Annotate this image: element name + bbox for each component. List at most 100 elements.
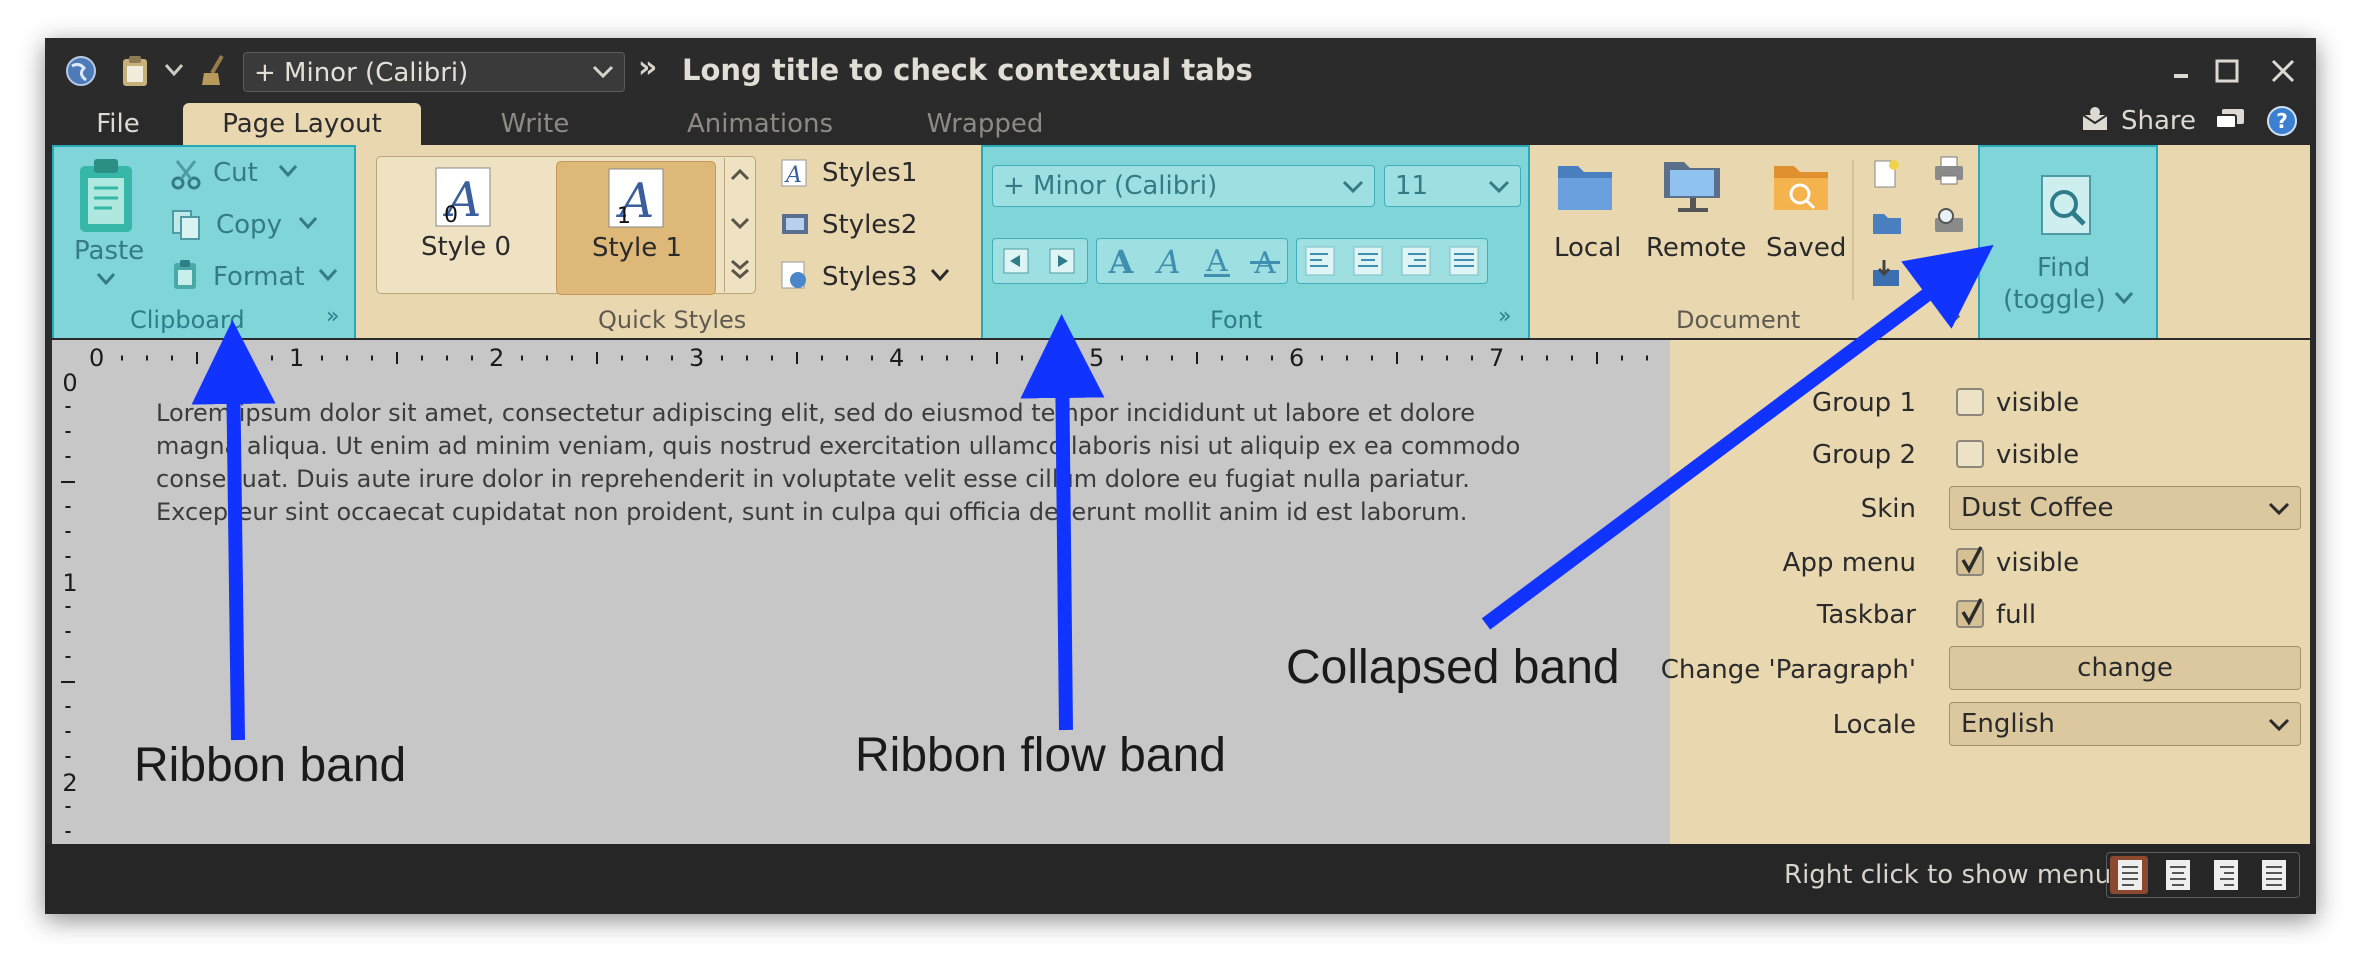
style-1-card[interactable]: A 1 Style 1 [556,161,716,295]
print-preview-icon[interactable] [1932,206,1966,238]
tab-file[interactable]: File [96,109,140,139]
remote-button[interactable]: Remote [1646,233,1747,263]
collapsed-band-annotation: Collapsed band [1286,641,1620,694]
app-globe-icon [66,56,96,86]
format-painter-icon[interactable] [170,258,200,292]
ribbon-band-annotation: Ribbon band [134,739,407,792]
view-draft-icon[interactable] [2258,858,2290,892]
locale-select[interactable]: English [1949,702,2301,746]
skin-select[interactable]: Dust Coffee [1949,486,2301,530]
ribbon-bottom-border [52,338,2310,341]
svg-text:A: A [1154,243,1180,280]
share-label[interactable]: Share [2121,106,2197,136]
clipboard-expand-icon[interactable]: » [326,304,340,329]
group1-checkbox[interactable] [1956,388,1984,416]
document-text[interactable]: Lorem ipsum dolor sit amet, consectetur … [156,397,1596,529]
font-family-combo[interactable]: + Minor (Calibri) [992,165,1375,207]
document-band-title: Document [1676,306,1801,334]
local-button[interactable]: Local [1554,233,1622,263]
find-toggle-label: (toggle) [2003,285,2106,315]
close-icon[interactable] [2270,58,2296,84]
new-document-icon[interactable] [1870,158,1902,190]
group2-checkbox[interactable] [1956,440,1984,468]
tab-write[interactable]: Write [500,109,570,139]
chevron-down-icon[interactable] [298,216,318,230]
view-full-screen-icon[interactable] [2162,858,2194,892]
print-icon[interactable] [1932,154,1966,186]
chevron-up-icon[interactable] [730,168,750,182]
gallery-scroller [724,158,754,292]
ruler-number: 4 [889,344,904,372]
view-print-layout-icon[interactable] [2114,858,2146,892]
scissors-icon[interactable] [170,158,202,190]
strikethrough-icon[interactable]: A [1246,242,1284,280]
save-icon[interactable] [1870,258,1904,290]
broom-icon[interactable] [198,53,230,87]
group2-checkbox-label[interactable]: visible [1996,440,2080,470]
styles2-item[interactable]: Styles2 [822,210,918,240]
taskbar-checkbox[interactable] [1956,598,1984,628]
chevron-down-icon[interactable] [164,62,184,78]
tab-page-layout[interactable]: Page Layout [183,103,421,147]
italic-icon[interactable]: A [1150,242,1188,280]
overflow-chevron[interactable]: » [638,50,658,85]
title-font-combo[interactable]: + Minor (Calibri) [243,52,625,92]
styles3-item[interactable]: Styles3 [822,262,918,292]
gallery-expand-icon[interactable] [730,258,750,280]
format-label[interactable]: Format [213,262,305,292]
ruler-number: 2 [62,769,77,797]
open-folder-icon[interactable] [1870,208,1904,238]
clipboard-icon[interactable] [120,54,150,88]
comments-icon[interactable] [2214,106,2246,134]
help-icon[interactable]: ? [2266,105,2298,137]
checkmark-icon [1961,598,1983,626]
paste-label[interactable]: Paste [74,236,145,266]
indent-increase-icon[interactable] [1046,246,1078,276]
minimize-icon[interactable] [2168,58,2194,84]
underline-icon[interactable]: A [1198,242,1236,280]
saved-button[interactable]: Saved [1766,233,1847,263]
align-left-icon[interactable] [1302,244,1338,278]
chevron-down-icon[interactable] [96,272,116,286]
taskbar-checkbox-label[interactable]: full [1996,600,2037,630]
style-0-card[interactable]: A 0 Style 0 [382,160,550,294]
ruler-number: 3 [689,344,704,372]
align-justify-icon[interactable] [1446,244,1482,278]
align-center-icon[interactable] [1350,244,1386,278]
saved-folder-icon[interactable] [1770,156,1834,216]
view-web-layout-icon[interactable] [2210,858,2242,892]
bold-icon[interactable]: A [1102,242,1140,280]
style-0-index: 0 [444,203,458,228]
font-expand-icon[interactable]: » [1498,304,1512,329]
font-size-combo[interactable]: 11 [1384,165,1521,207]
app-menu-checkbox[interactable] [1956,546,1984,576]
remote-folder-icon[interactable] [1660,154,1728,216]
share-icon[interactable] [2080,106,2110,132]
chevron-down-icon[interactable] [318,268,338,282]
styles1-item[interactable]: Styles1 [822,158,918,188]
chevron-down-icon[interactable] [278,164,298,178]
cut-label[interactable]: Cut [213,158,258,188]
svg-text:A: A [784,163,802,188]
properties-panel [1670,340,2310,844]
chevron-down-icon[interactable] [930,268,950,282]
align-right-icon[interactable] [1398,244,1434,278]
local-folder-icon[interactable] [1554,156,1618,216]
tab-animations[interactable]: Animations [686,109,834,139]
copy-icon[interactable] [170,208,202,242]
ruler-number: 2 [489,344,504,372]
collapsed-band-arrow [1481,244,1994,630]
paste-icon[interactable] [72,156,142,238]
change-button[interactable]: change [1949,646,2301,690]
group1-checkbox-label[interactable]: visible [1996,388,2080,418]
tab-wrapped[interactable]: Wrapped [926,109,1044,139]
ruler-number: 0 [89,344,104,372]
app-menu-checkbox-label[interactable]: visible [1996,548,2080,578]
app-menu-label: App menu [1782,548,1916,578]
indent-decrease-icon[interactable] [1000,246,1032,276]
maximize-icon[interactable] [2214,58,2240,84]
copy-label[interactable]: Copy [216,210,282,240]
chevron-down-icon[interactable] [730,216,750,230]
style-1-index: 1 [617,204,631,229]
